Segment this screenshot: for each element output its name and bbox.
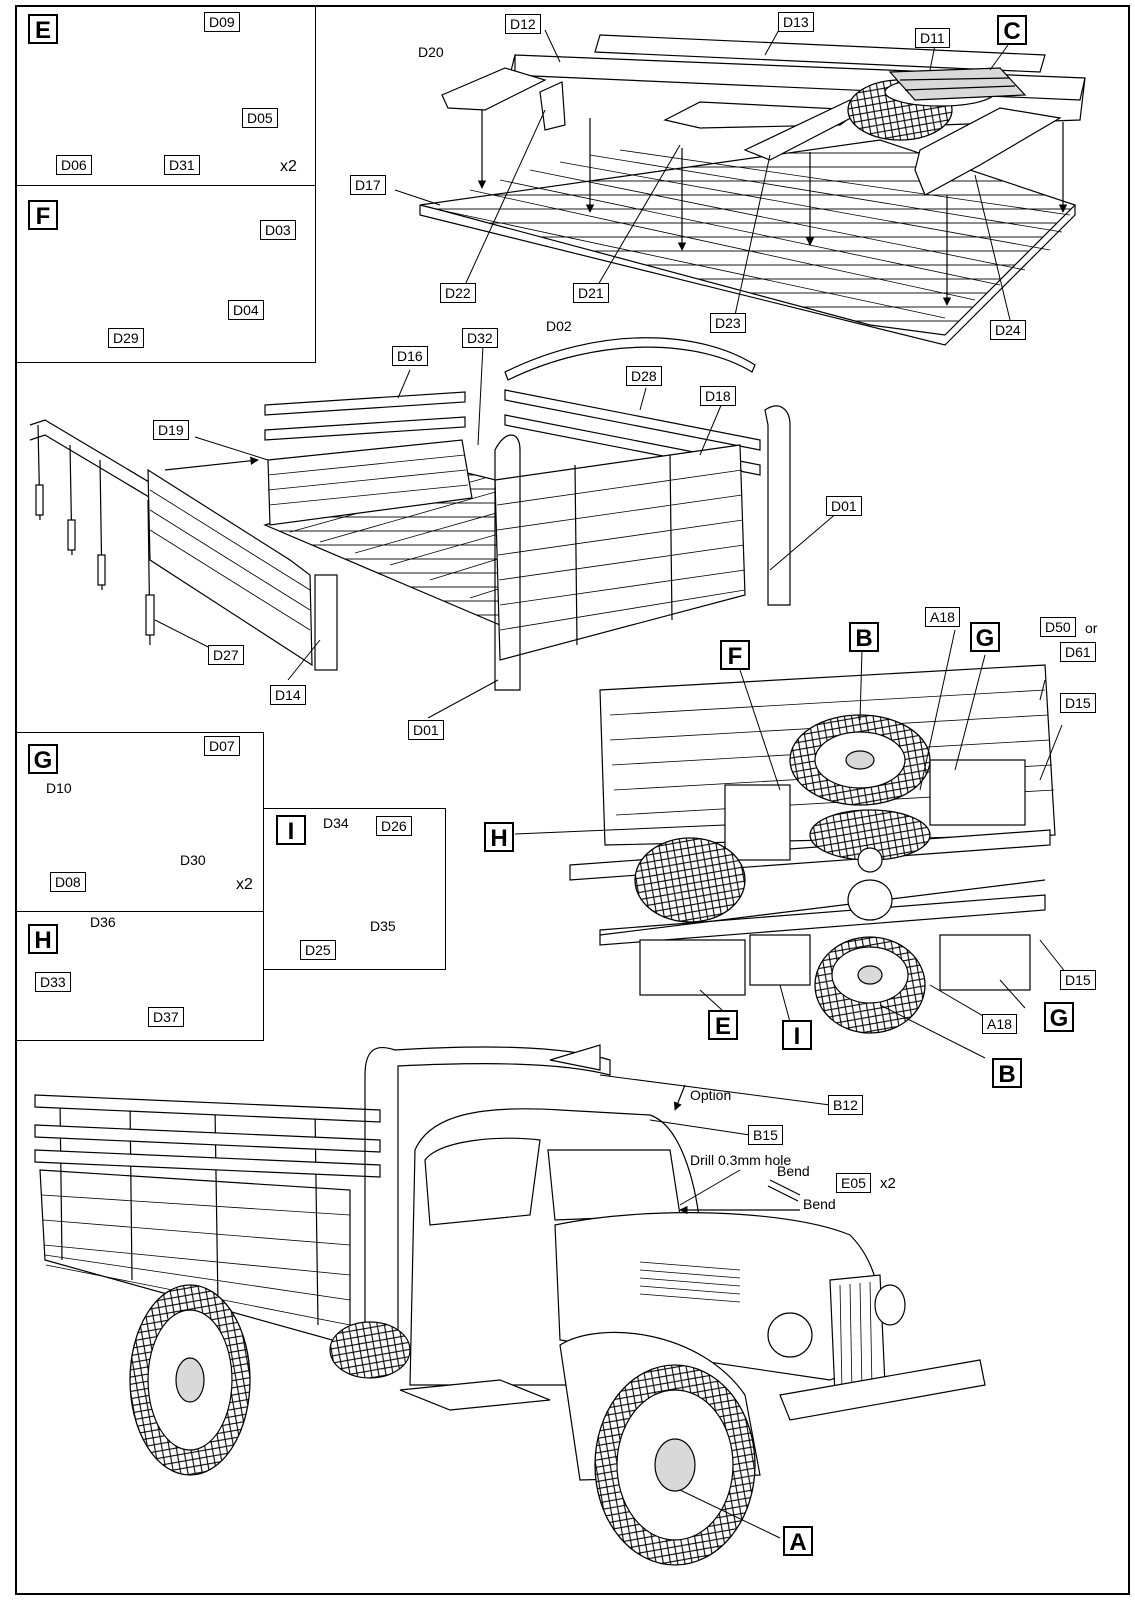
bed-crossmember-d20	[441, 67, 547, 111]
label-d36: D36	[90, 914, 116, 930]
label-d30: D30	[180, 852, 206, 868]
label-e05: E05	[836, 1173, 871, 1193]
label-d07: D07	[204, 736, 240, 756]
underside-drawing	[514, 629, 1071, 1059]
label-d15-top: D15	[1060, 693, 1096, 713]
truck-drawing	[34, 1044, 986, 1566]
panel-e-count: x2	[280, 158, 297, 175]
bend-note-2: Bend	[803, 1196, 836, 1212]
label-d20: D20	[418, 44, 444, 60]
underside-box-h	[724, 784, 791, 861]
label-b15: B15	[748, 1125, 783, 1145]
underside-letter-i: I	[782, 1020, 812, 1050]
label-d10: D10	[46, 780, 72, 796]
panel-f-letter: F	[28, 200, 58, 230]
label-d14: D14	[270, 685, 306, 705]
label-d01-right: D01	[826, 496, 862, 516]
label-d22: D22	[440, 283, 476, 303]
bed-frame-drawing	[394, 27, 1086, 346]
label-d21: D21	[573, 283, 609, 303]
label-d27: D27	[208, 645, 244, 665]
underside-letter-b-bottom: B	[992, 1058, 1022, 1088]
label-d08: D08	[50, 872, 86, 892]
label-d01-bottom: D01	[408, 720, 444, 740]
label-d24: D24	[990, 320, 1026, 340]
underside-letter-f: F	[720, 640, 750, 670]
underside-letter-g-bottom: G	[1044, 1002, 1074, 1032]
label-d34: D34	[323, 815, 349, 831]
label-d61: D61	[1060, 642, 1096, 662]
label-d50: D50	[1040, 617, 1076, 637]
bed-letter-c: C	[997, 15, 1027, 45]
label-d05: D05	[242, 108, 278, 128]
label-d11: D11	[915, 28, 950, 48]
label-d35: D35	[370, 918, 396, 934]
label-d09: D09	[204, 12, 240, 32]
label-d12: D12	[505, 14, 541, 34]
label-d26: D26	[376, 816, 412, 836]
label-d17: D17	[350, 175, 386, 195]
label-d31: D31	[164, 155, 200, 175]
option-note: Option	[690, 1087, 732, 1103]
label-d04: D04	[228, 300, 264, 320]
panel-f	[16, 185, 316, 363]
panel-i-letter: I	[276, 815, 306, 845]
label-or: or	[1085, 620, 1098, 636]
label-d15-bottom: D15	[1060, 970, 1096, 990]
panel-h-letter: H	[28, 924, 58, 954]
label-d28: D28	[626, 366, 662, 386]
panel-e-letter: E	[28, 14, 58, 44]
label-a18-top: A18	[925, 607, 960, 627]
label-d32: D32	[462, 328, 498, 348]
label-b12: B12	[828, 1095, 863, 1115]
cargo-side-panel	[494, 444, 746, 661]
underside-letter-e: E	[708, 1010, 738, 1040]
label-d37: D37	[148, 1007, 184, 1027]
truck-letter-a: A	[783, 1526, 813, 1556]
label-d33: D33	[35, 972, 71, 992]
label-d03: D03	[260, 220, 296, 240]
cargo-body-drawing	[29, 337, 839, 719]
label-d25: D25	[300, 940, 336, 960]
label-d29: D29	[108, 328, 144, 348]
panel-g-count: x2	[236, 876, 253, 893]
bend-note-1: Bend	[777, 1163, 810, 1179]
label-d19: D19	[153, 420, 189, 440]
panel-g-letter: G	[28, 744, 58, 774]
underside-letter-b-top: B	[849, 622, 879, 652]
underside-letter-h: H	[484, 822, 514, 852]
label-d18: D18	[700, 386, 736, 406]
e05-count: x2	[880, 1175, 896, 1192]
label-d02: D02	[546, 318, 572, 334]
underside-letter-g-top: G	[970, 622, 1000, 652]
label-d23: D23	[710, 313, 746, 333]
label-d06: D06	[56, 155, 92, 175]
label-d13: D13	[778, 12, 814, 32]
label-d16: D16	[392, 346, 428, 366]
drill-note: Drill 0.3mm hole	[690, 1152, 792, 1168]
label-a18-bottom: A18	[982, 1014, 1017, 1034]
